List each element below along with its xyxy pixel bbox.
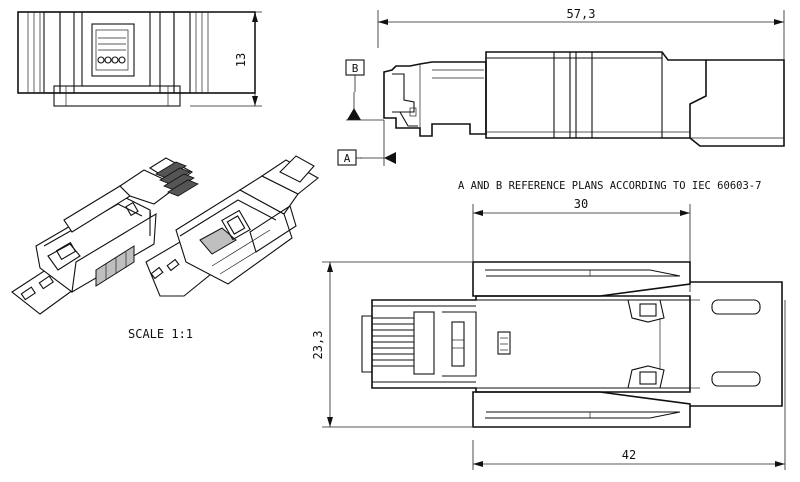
contact-stack: [155, 161, 199, 197]
datum-a-label: A: [344, 152, 351, 165]
dimension-width-top: 30: [574, 197, 588, 211]
dimension-length-bottom: 42: [622, 448, 636, 462]
scale-label: SCALE 1:1: [128, 327, 193, 341]
front-view: 13: [17, 11, 262, 107]
contact-fingers: [372, 317, 414, 367]
dimension-length-top: 57,3: [567, 7, 596, 21]
reference-note: A AND B REFERENCE PLANS ACCORDING TO IEC…: [458, 180, 761, 192]
dimension-height-bottom: 23,3: [311, 331, 325, 360]
isometric-view: [11, 155, 319, 315]
side-view: 57,3 B A: [337, 7, 785, 166]
top-view: 30 23,3 42: [311, 197, 786, 470]
dimension-height-top: 13: [234, 53, 248, 67]
datum-b-label: B: [352, 62, 359, 75]
contact-row: [97, 56, 126, 64]
